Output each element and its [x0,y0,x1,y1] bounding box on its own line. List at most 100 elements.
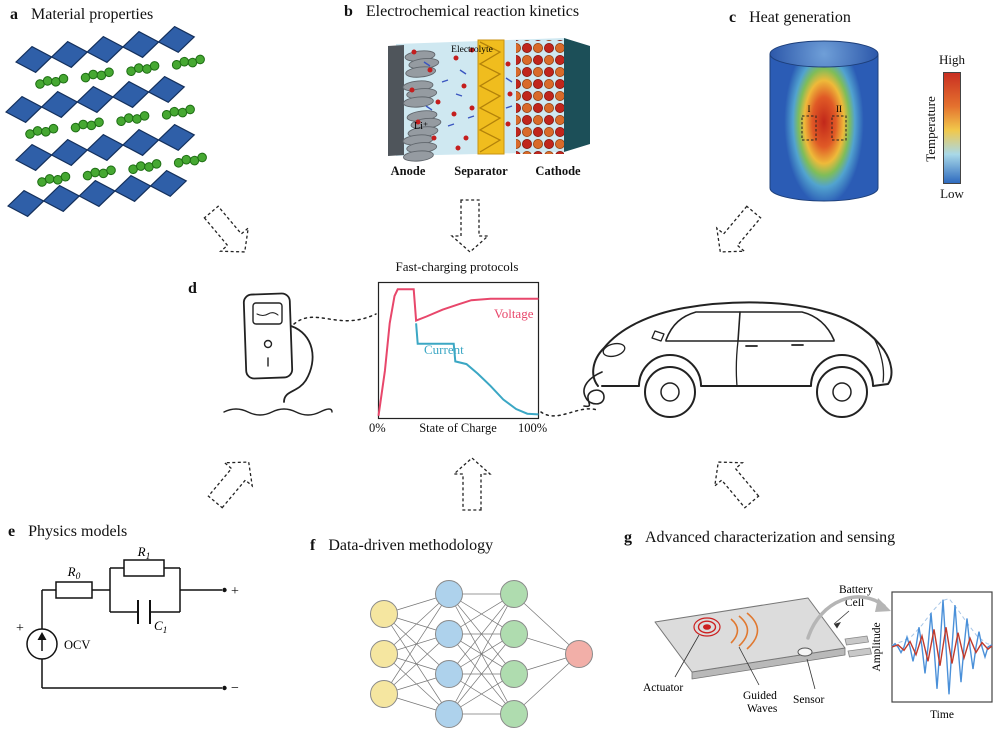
arrow-g-to-d [713,461,760,509]
equivalent-circuit-diagram: R0 R1 C1 OCV + + − [16,544,239,696]
chart-frame [377,281,540,420]
region-ii-label: II [836,104,842,114]
temperature-axis-label: Temperature [923,96,938,162]
hidden-layer-2-nodes [500,580,528,728]
time-axis-label: Time [930,709,954,721]
crystal-structure-illustration [0,28,245,224]
lithium-ions [409,47,513,151]
panel-b-header: b Electrochemical reaction kinetics [344,3,579,21]
panel-f-letter: f [310,537,316,554]
separator-texture [478,41,502,153]
positive-terminal-dot [222,587,227,593]
ocv-label: OCV [64,638,90,652]
neural-network-diagram [370,580,593,728]
actuator-label: Actuator [643,682,683,694]
anode-current-collector [388,45,404,156]
source-plus-label: + [16,621,24,636]
actuator-marker [693,617,721,637]
r0-label: R0 [67,564,81,582]
guided-waves-label-2: Waves [747,703,778,715]
cell-tabs [844,635,872,658]
panel-a-header: a Material properties [10,6,153,24]
panel-a-letter: a [10,6,18,23]
panel-b-letter: b [344,3,353,20]
source-arrow [37,632,47,640]
arrow-c-to-d [715,205,762,253]
panel-d-letter: d [188,280,197,297]
thermal-cylinder-illustration: I II [769,40,879,202]
sensor-to-plot-arrow [806,595,891,640]
sensor-signal-plot: Amplitude Time [871,591,993,721]
input-layer-nodes [370,600,398,708]
battery-sensing-illustration: Battery Cell Actuator Guided Waves Senso… [643,584,873,715]
panel-g-letter: g [624,529,632,546]
cylinder-body [769,54,879,202]
cathode-casing [564,38,590,152]
cell-face [654,597,846,673]
electrode-labels: Anode Separator Cathode [368,164,598,182]
cathode-lattice [516,40,564,154]
panel-e-title: Physics models [28,523,128,540]
hidden-layer-1-nodes [435,580,463,728]
anode-label: Anode [390,164,426,178]
battery-cell-label-1: Battery [839,584,873,596]
electrolyte-label: Electrolyte [451,45,493,55]
negative-terminal-dot [222,685,227,691]
r1-label: R1 [137,544,151,562]
current-curve [415,323,539,416]
voltage-label: Voltage [494,306,534,321]
sensor-marker [797,647,813,657]
li-ion-label: Li⁺ [414,121,428,132]
network-edges [383,593,580,715]
panel-d-header: d [188,280,197,298]
lithium-ion-rows [25,55,207,187]
battery-cell-arrowhead [834,622,841,629]
received-signal-curve [891,599,993,695]
region-i-label: I [808,104,811,114]
panel-g-title: Advanced characterization and sensing [645,529,896,546]
electrochemical-cell-illustration: Electrolyte Li⁺ [388,38,590,163]
guided-waves-label-1: Guided [743,690,777,702]
ion-flux-marks [423,61,513,127]
arrow-e-to-d [207,461,254,509]
guided-waves-marker [730,612,759,650]
arrow-a-to-d [203,205,250,253]
panel-c-title: Heat generation [749,9,851,26]
voltage-curve [377,288,539,416]
charging-protocol-chart: Voltage Current [377,281,540,420]
network-nodes [370,580,593,728]
cylinder-top [769,40,879,68]
reference-signal-curve [891,627,993,666]
soc-min-label: 0% [369,421,386,435]
terminal-minus-label: − [231,681,239,696]
temperature-colorbar [943,72,961,184]
colorbar-high-label: High [939,52,965,67]
cathode-label: Cathode [535,164,581,178]
circuit-wires [26,559,222,689]
electric-car-sketch [583,301,893,418]
amplitude-axis-label: Amplitude [871,622,883,671]
current-label: Current [424,342,464,357]
panel-a-title: Material properties [31,6,154,23]
terminal-plus-label: + [231,584,239,599]
panel-c-header: c Heat generation [729,9,851,27]
arrow-b-to-d [450,199,490,253]
envelope-curve [891,598,993,646]
soc-max-label: 100% [518,421,548,435]
soc-axis-label: State of Charge [419,421,497,435]
panel-e-letter: e [8,523,16,540]
panel-g-header: g Advanced characterization and sensing [624,529,895,547]
charging-station-sketch [223,292,333,416]
chart-title: Fast-charging protocols [395,259,519,274]
output-layer-node [565,640,593,668]
panel-b-title: Electrochemical reaction kinetics [365,3,580,20]
measurement-regions [801,115,847,141]
panel-f-title: Data-driven methodology [328,537,494,554]
separator-label: Separator [454,164,508,178]
panel-c-letter: c [729,9,737,26]
cable-link-left [293,313,377,325]
battery-cell-label-2: Cell [845,597,864,609]
c1-label: C1 [154,618,167,636]
sensor-label: Sensor [793,694,824,706]
